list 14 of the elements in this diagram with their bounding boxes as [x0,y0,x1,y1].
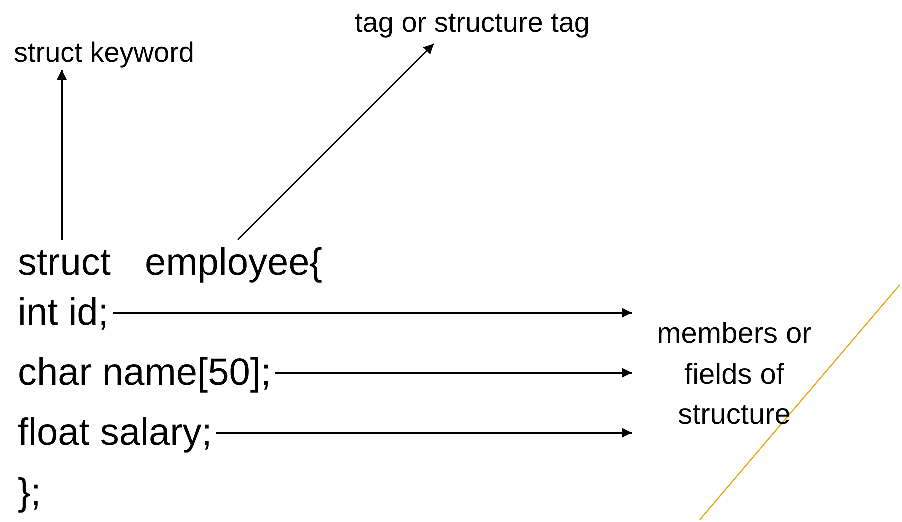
code-text: employee{ [145,240,322,286]
code-text: }; [18,471,42,516]
arrow [57,70,67,240]
code-text: struct [18,240,111,286]
annotation-text: tag or structure tag [355,6,590,44]
arrow [113,308,632,318]
annotation-text: struct keyword [14,36,194,70]
arrow [216,428,632,438]
code-text: char name[50]; [18,350,272,396]
annotation-text: members or fields of structure [632,300,837,450]
code-text: float salary; [18,410,212,456]
arrow [275,368,632,378]
arrow [238,44,434,240]
code-text: int id; [18,290,109,336]
